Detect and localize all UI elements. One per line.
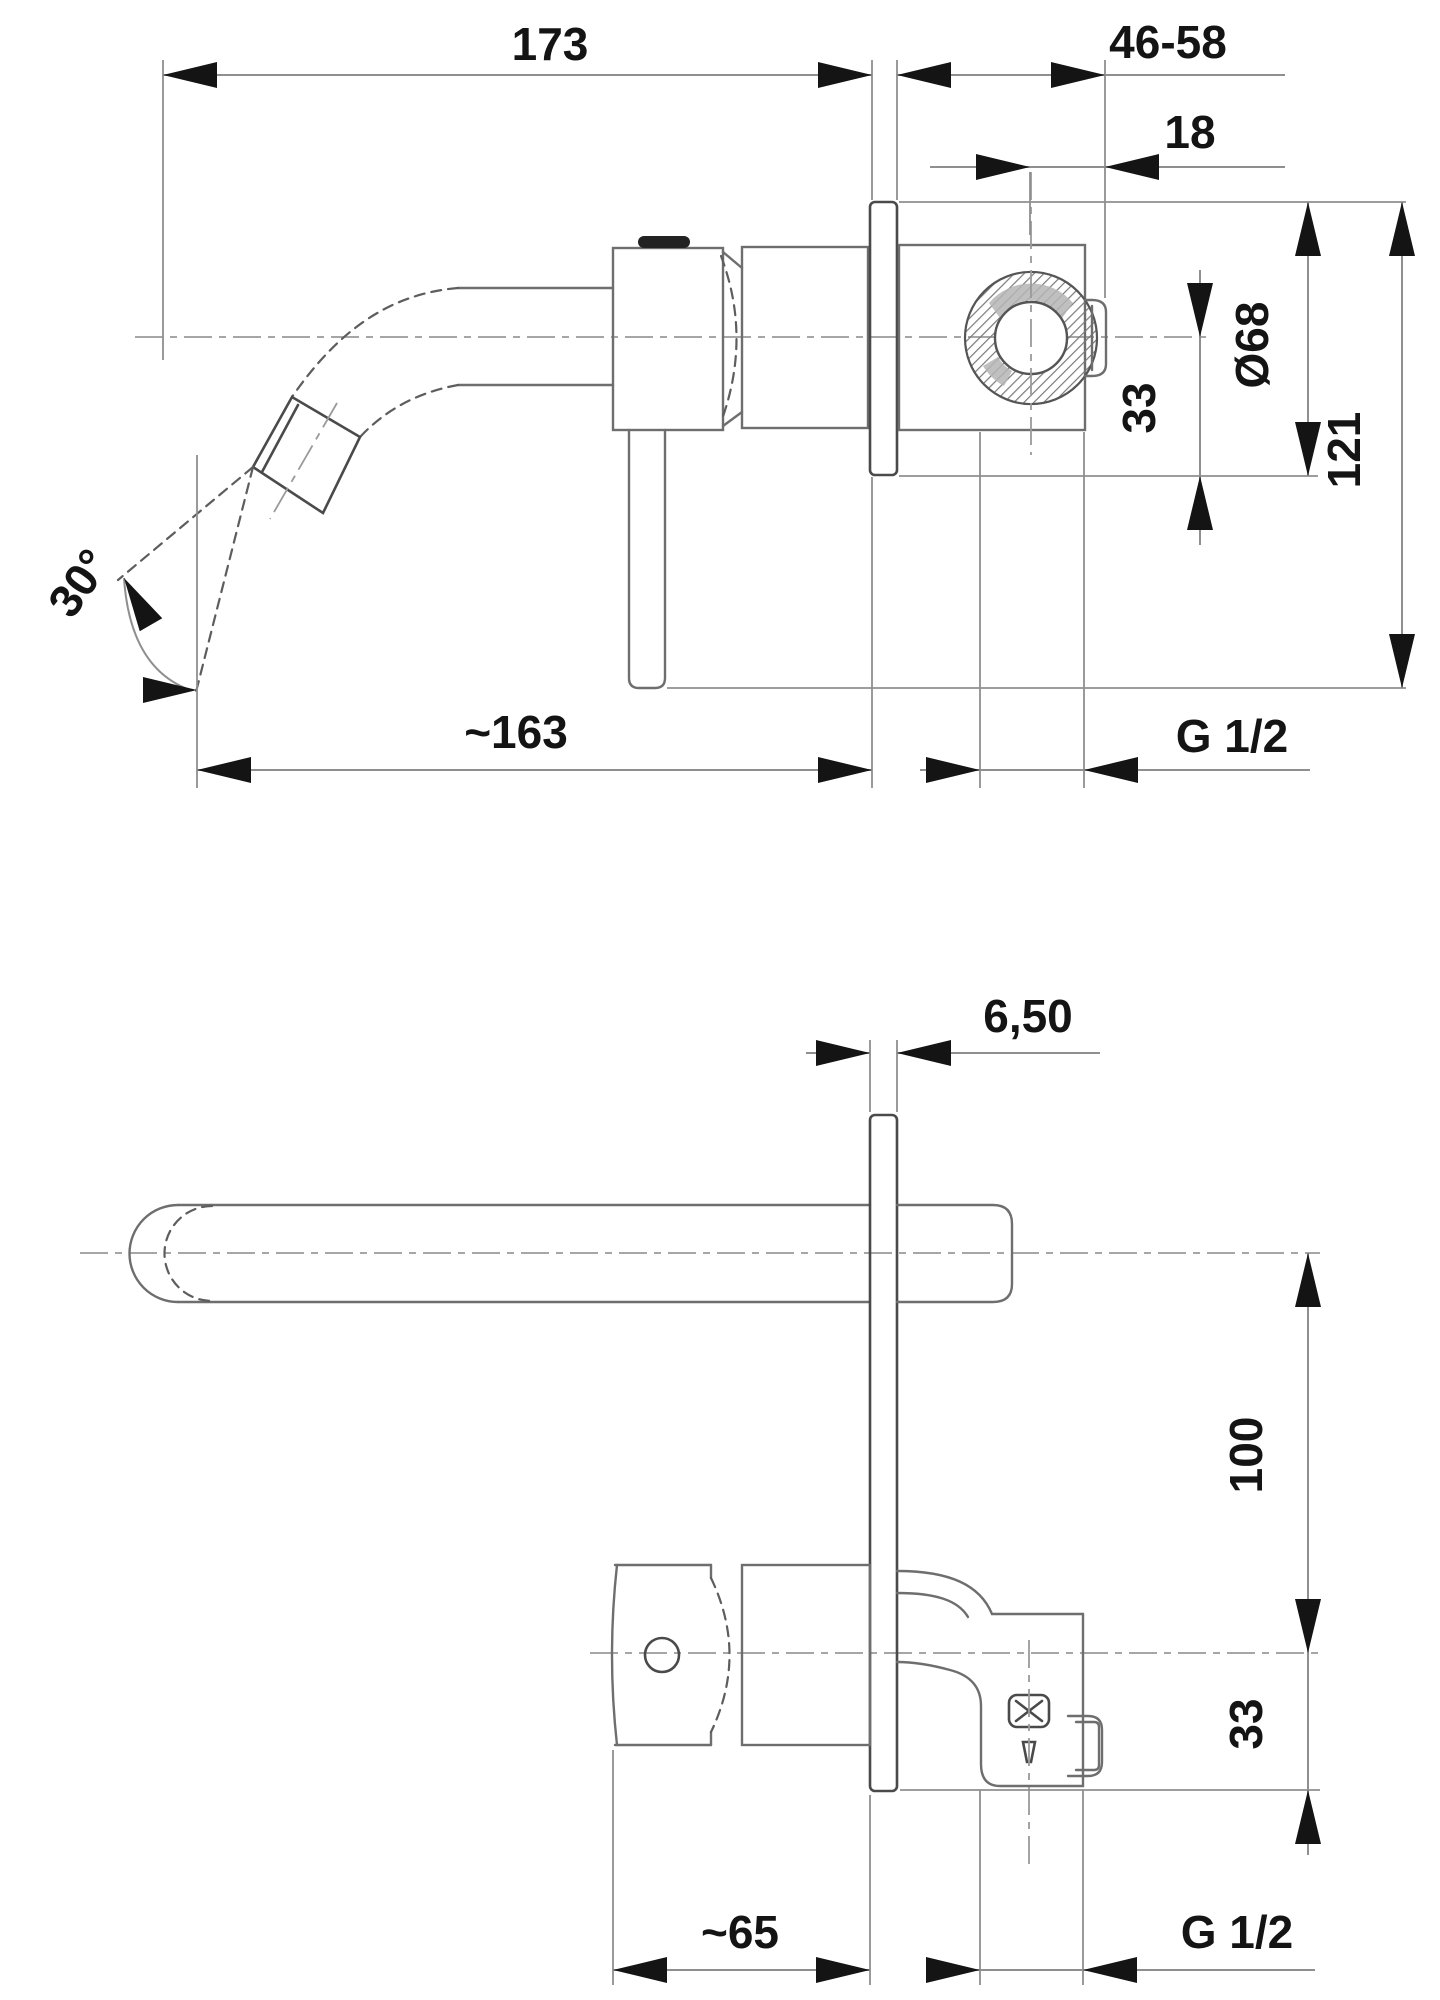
dimension-plate-thickness: 6,50 — [806, 990, 1100, 1066]
angle-arrow-upper — [124, 578, 163, 632]
label-33-side: 33 — [1113, 382, 1165, 433]
inwall-body — [897, 172, 1108, 455]
label-g12-side: G 1/2 — [1176, 710, 1289, 762]
dimension-stub-offset: 18 — [930, 106, 1285, 235]
dimension-thread-side: G 1/2 — [920, 710, 1310, 783]
side-extension-lines — [162, 60, 1406, 788]
dimension-spout-length: 173 — [163, 18, 872, 88]
plan-extension-lines — [612, 1040, 1320, 1985]
tip-centerline — [269, 402, 338, 520]
spout-end-cap-hidden — [163, 1204, 214, 1303]
label-65: ~65 — [701, 1906, 779, 1958]
angle-arrow-lower — [143, 677, 197, 703]
wall-plate-plan — [868, 1113, 899, 1793]
lever-handle — [627, 428, 667, 690]
angle-arc — [123, 577, 191, 691]
plan-lever-knob — [610, 1563, 731, 1747]
dimension-plate-diameter: Ø68 — [1226, 202, 1321, 476]
body-front-block — [740, 245, 870, 430]
ring-shade-top — [989, 283, 1073, 318]
spout-straight-section — [456, 286, 615, 387]
knob-set-hole — [643, 1636, 681, 1674]
label-121: 121 — [1318, 412, 1370, 489]
label-173: 173 — [512, 18, 589, 70]
fixing-screw — [1007, 1640, 1051, 1868]
handle-housing — [611, 236, 744, 432]
plan-spout-tube — [128, 1203, 872, 1304]
label-100: 100 — [1220, 1417, 1272, 1494]
spout-curved-section-hidden — [290, 286, 460, 439]
plan-handle-housing — [740, 1563, 872, 1747]
label-angle: 30° — [38, 539, 120, 626]
label-g12-plan: G 1/2 — [1181, 1906, 1294, 1958]
plan-view: 6,50 100 33 ~65 G 1/2 — [80, 990, 1321, 1985]
plan-tube-block — [895, 1203, 1014, 1304]
ring-shade-bottom — [983, 357, 1012, 386]
label-o68: Ø68 — [1226, 302, 1278, 389]
label-46-58: 46-58 — [1109, 16, 1227, 68]
dimension-thread-plan: G 1/2 — [926, 1906, 1315, 1983]
knob-dome-hidden — [709, 1576, 731, 1734]
label-33-plan: 33 — [1220, 1698, 1272, 1749]
side-view: 30° — [38, 16, 1415, 788]
dimension-handle-length: ~65 — [613, 1906, 870, 1983]
dimension-mount-depth: 46-58 — [897, 16, 1285, 88]
dimension-handle-offset: 100 — [1220, 1253, 1321, 1653]
dimension-axis-to-body-bottom: 33 — [1220, 1653, 1321, 1855]
dimension-overall-height: 121 — [1318, 202, 1415, 688]
spout-tip — [251, 395, 362, 520]
label-18: 18 — [1164, 106, 1215, 158]
pipe-stub — [1083, 298, 1108, 378]
dimension-axis-to-plate-bottom: 33 — [1113, 270, 1213, 545]
label-650: 6,50 — [983, 990, 1073, 1042]
label-163: ~163 — [464, 706, 568, 758]
housing-cap — [638, 236, 690, 248]
swing-angle-30: 30° — [38, 465, 255, 703]
wall-plate-side — [868, 200, 899, 477]
plan-pipe-stub — [1066, 1714, 1104, 1778]
dimension-spout-reach: ~163 — [197, 706, 872, 783]
spout-end-cap — [128, 1203, 180, 1304]
plan-inwall-body — [895, 1203, 1104, 1868]
